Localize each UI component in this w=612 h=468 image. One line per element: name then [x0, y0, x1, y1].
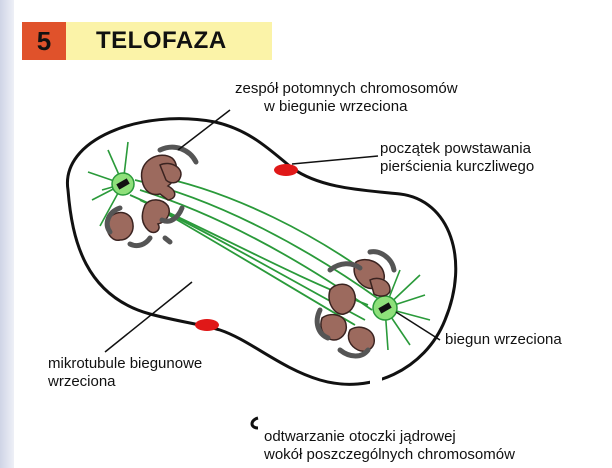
label-cleavage-ring-line2: pierścienia kurczliwego	[380, 158, 535, 175]
contractile-ring-top	[274, 164, 298, 176]
label-cleavage-ring-line1: początek powstawania	[380, 140, 531, 157]
envelope-pointer-gap	[370, 374, 382, 386]
envelope-pointer	[250, 416, 259, 430]
step-number-badge: 5	[22, 22, 66, 60]
contractile-ring-bottom	[195, 319, 219, 331]
label-nuclear-envelope-line1: odtwarzanie otoczki jądrowej	[264, 428, 456, 445]
spindle-pole-left	[111, 172, 135, 196]
chromosomes-left-pole	[106, 154, 182, 241]
stage-title: TELOFAZA	[96, 27, 227, 54]
label-polar-microtubules-line2: wrzeciona	[48, 373, 116, 390]
nuclear-envelope-right	[314, 249, 397, 359]
spindle-pole-right	[372, 295, 398, 321]
label-spindle-pole: biegun wrzeciona	[445, 331, 562, 348]
page-edge-shadow	[0, 0, 14, 468]
label-chromosome-set-line1: zespół potomnych chromosomów	[235, 80, 458, 97]
leader-lines	[104, 109, 441, 353]
cell-membrane	[66, 117, 458, 386]
label-chromosome-set-line2: w biegunie wrzeciona	[264, 98, 408, 115]
label-nuclear-envelope-line2: wokół poszczególnych chromosomów	[264, 446, 515, 463]
nuclear-envelope-left	[104, 144, 199, 249]
label-polar-microtubules-line1: mikrotubule biegunowe	[48, 355, 203, 372]
